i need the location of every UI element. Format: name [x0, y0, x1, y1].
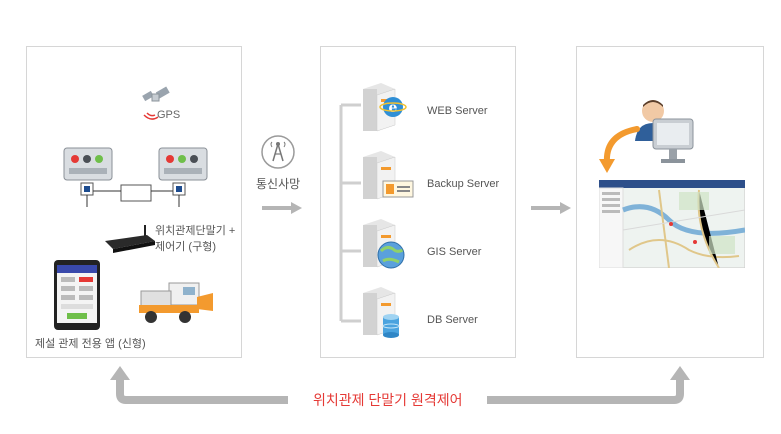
server-connection-bracket	[339, 103, 361, 323]
comm-network-label: 통신사망	[256, 177, 301, 191]
controller-device-icon	[158, 147, 208, 181]
controller-device-icon	[63, 147, 113, 181]
remote-control-loop-arrow	[110, 366, 690, 404]
server-label-backup: Backup Server	[427, 178, 500, 190]
gps-label: GPS	[157, 109, 181, 121]
db-server-icon	[363, 287, 400, 338]
terminal-wiring-diagram	[80, 182, 186, 207]
web-server-icon: e	[363, 83, 407, 132]
terminal-label-line2: 제어기 (구형)	[155, 241, 216, 253]
tablet-app-icon	[54, 260, 100, 330]
control-center-panel	[576, 46, 764, 358]
telecom-tower-icon	[261, 135, 295, 169]
backup-server-icon	[363, 151, 414, 200]
app-label: 제설 관제 전용 앱 (신형)	[35, 338, 146, 350]
server-label-gis: GIS Server	[427, 246, 482, 258]
server-label-web: WEB Server	[427, 105, 488, 117]
remote-control-label: 위치관제 단말기 원격제어	[313, 392, 463, 408]
location-terminal-icon	[105, 225, 155, 253]
arrow-right-icon	[531, 202, 571, 214]
field-devices-panel: GPS 위치관제단말기 + 제어기 (구형)	[26, 46, 242, 358]
terminal-label-line1: 위치관제단말기 +	[155, 225, 236, 237]
arrow-right-icon	[262, 202, 302, 214]
server-label-db: DB Server	[427, 314, 478, 326]
svg-text:e: e	[389, 100, 398, 116]
gis-map-screen	[599, 180, 745, 268]
curved-arrow-icon	[599, 126, 640, 173]
gps-satellite-icon	[142, 86, 170, 120]
gis-server-icon	[363, 219, 405, 269]
operator-user-icon	[635, 100, 694, 163]
snowplow-truck-icon	[139, 282, 213, 323]
server-panel: e WEB Server Backup Server GIS Server	[320, 46, 516, 358]
